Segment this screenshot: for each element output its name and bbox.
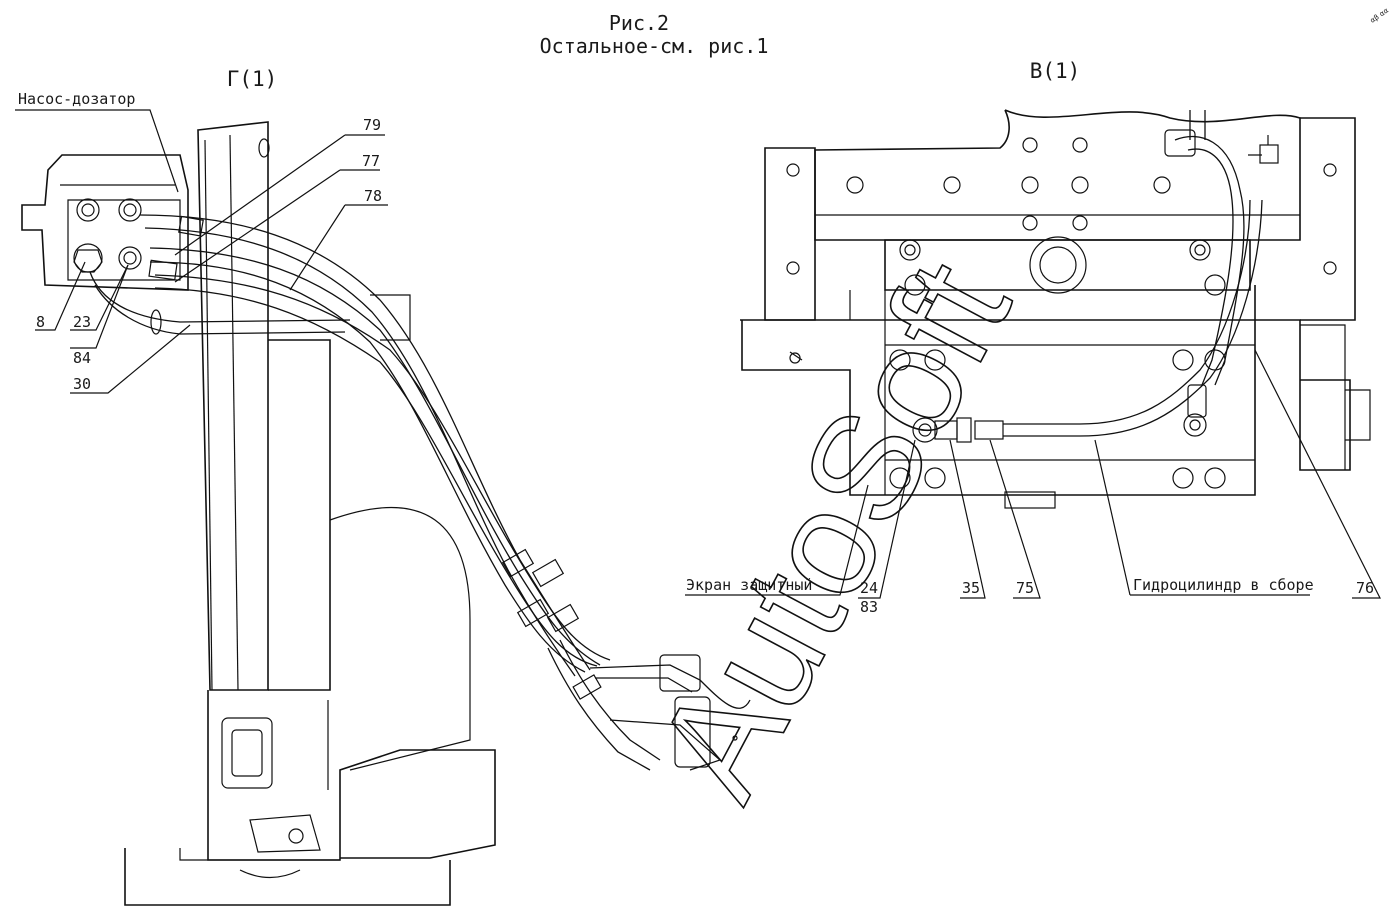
right-leaders bbox=[685, 349, 1381, 599]
cylinder-end bbox=[1300, 324, 1346, 470]
frame-hole bbox=[258, 138, 270, 158]
hose-bundle bbox=[89, 214, 611, 700]
lower-bracket bbox=[1004, 491, 1056, 509]
callout-84: 84 bbox=[73, 349, 91, 367]
frame-edge bbox=[204, 139, 213, 691]
callout-23: 23 bbox=[73, 313, 91, 331]
plate-holes bbox=[786, 137, 1337, 275]
corner-mark: αβ αα bbox=[1369, 6, 1391, 25]
block-bolts bbox=[899, 239, 1226, 296]
view-label-left: Г(1) bbox=[227, 67, 278, 91]
lower-housing bbox=[207, 690, 496, 861]
right-flange bbox=[1300, 117, 1356, 321]
cylinder-rod bbox=[1345, 389, 1371, 441]
flange-opening bbox=[231, 729, 263, 777]
metering-pump-body bbox=[21, 154, 189, 291]
bolt-pairs bbox=[889, 349, 1226, 489]
callout-75: 75 bbox=[1016, 579, 1034, 597]
callout-8: 8 bbox=[36, 313, 45, 331]
figure-subtitle: Остальное-см. рис.1 bbox=[540, 34, 769, 58]
screen-edge bbox=[849, 290, 886, 495]
pipe-75 bbox=[912, 199, 1263, 443]
upper-tubes bbox=[1164, 110, 1279, 386]
figure-title: Рис.2 bbox=[609, 11, 669, 35]
left-assembly: Насос-дозатор 79 77 78 8 23 84 30 bbox=[15, 90, 751, 906]
flange-plate bbox=[221, 717, 273, 789]
steel-tubes bbox=[547, 639, 751, 771]
cylinder-lines bbox=[885, 344, 1255, 461]
top-plate bbox=[814, 109, 1301, 241]
callout-77: 77 bbox=[362, 152, 380, 170]
right-assembly: Экран защитный 24 83 35 75 Гидроцилиндр … bbox=[685, 109, 1381, 616]
base-step bbox=[179, 848, 340, 861]
left-leaders bbox=[15, 109, 388, 394]
tube-connector bbox=[659, 654, 701, 692]
callout-pump: Насос-дозатор bbox=[18, 90, 135, 108]
callout-screen: Экран защитный bbox=[686, 576, 812, 594]
bolt-hole bbox=[288, 828, 304, 844]
callout-76: 76 bbox=[1356, 579, 1374, 597]
central-boss-inner bbox=[1039, 246, 1077, 284]
callout-30: 30 bbox=[73, 375, 91, 393]
callout-cylinder: Гидроцилиндр в сборе bbox=[1133, 576, 1314, 594]
callout-24: 24 bbox=[860, 579, 878, 597]
left-flange bbox=[764, 147, 816, 321]
tube-bracket bbox=[674, 696, 711, 768]
callout-79: 79 bbox=[363, 116, 381, 134]
central-boss bbox=[1029, 236, 1087, 294]
port-fittings bbox=[73, 198, 142, 273]
bracket-plate bbox=[249, 814, 321, 853]
base-arc bbox=[239, 869, 301, 879]
frame-edge-inner bbox=[229, 134, 239, 691]
housing-curve bbox=[329, 506, 471, 771]
view-label-right: В(1) bbox=[1030, 59, 1081, 83]
base-plate bbox=[124, 848, 451, 906]
hose-bracket bbox=[370, 294, 411, 341]
callout-78: 78 bbox=[364, 187, 382, 205]
cylinder-housing bbox=[740, 319, 1351, 471]
watermark: AutoSoft bbox=[623, 236, 1041, 823]
middle-block bbox=[884, 239, 1251, 291]
callout-35: 35 bbox=[962, 579, 980, 597]
callout-83: 83 bbox=[860, 598, 878, 616]
frame-side bbox=[268, 339, 331, 691]
pump-port-block bbox=[67, 199, 181, 281]
